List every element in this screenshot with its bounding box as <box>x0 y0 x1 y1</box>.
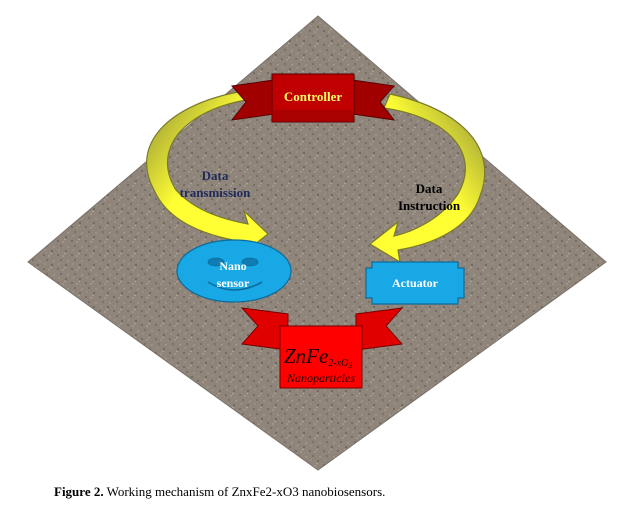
figure-caption: Figure 2. Working mechanism of ZnxFe2-xO… <box>54 484 614 500</box>
formula-subscript-2: 3 <box>347 361 352 370</box>
nano-sensor-node <box>176 239 292 303</box>
sensor-left-eye <box>207 257 225 267</box>
sensor-right-eye <box>241 257 259 267</box>
formula-main: ZnFe <box>284 344 328 368</box>
controller-banner <box>230 73 396 123</box>
controller-label: Controller <box>284 89 342 104</box>
nanoparticles-formula: ZnFe2-xO3 <box>284 344 352 370</box>
formula-subscript: 2-xO <box>328 358 348 369</box>
background-diamond <box>27 15 607 471</box>
nanoparticles-label: Nanoparticles <box>286 371 355 385</box>
actuator-label: Actuator <box>392 276 439 290</box>
sensor-smile <box>207 281 263 291</box>
right-edge-label-line2: Instruction <box>398 198 461 213</box>
caption-text: Working mechanism of ZnxFe2-xO3 nanobios… <box>103 484 386 499</box>
actuator-node <box>365 261 465 305</box>
right-edge-label-line1: Data <box>416 181 443 196</box>
left-edge-label-line2: transmission <box>180 185 252 200</box>
nano-sensor-label-line1: Nano <box>219 259 246 273</box>
nano-sensor-label-line2: sensor <box>217 276 250 290</box>
nanoparticles-banner <box>240 307 404 389</box>
right-curved-arrow <box>368 93 486 264</box>
caption-label: Figure 2. <box>54 484 104 499</box>
left-edge-label-line1: Data <box>202 168 229 183</box>
